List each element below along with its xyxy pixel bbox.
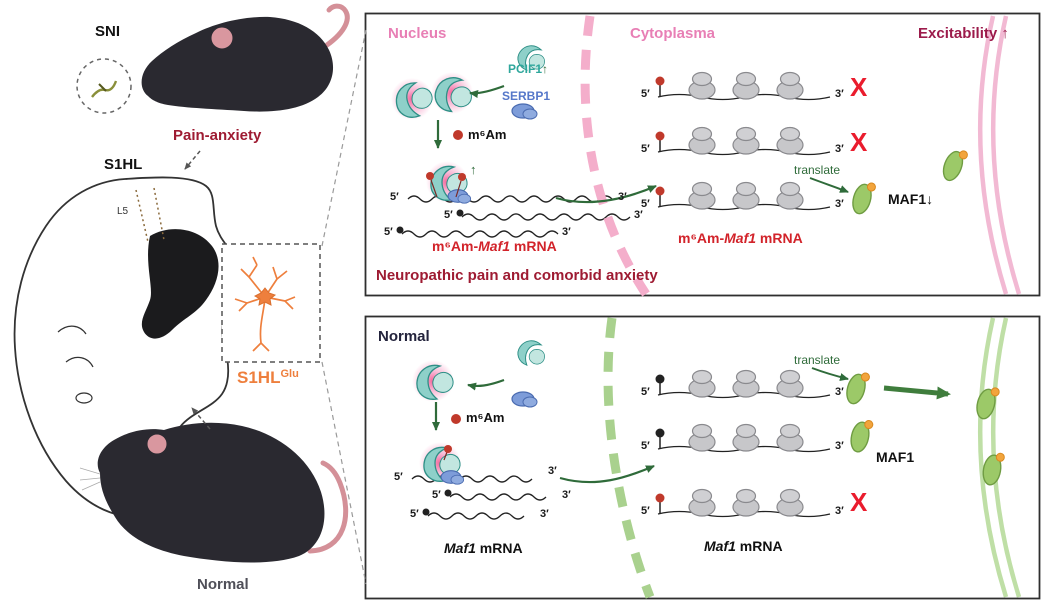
m6am-maf1-mrna-label: m⁶Am-Maf1 mRNA: [432, 238, 557, 254]
export-arrow: [559, 464, 655, 484]
s1hl-label: S1HL: [104, 156, 143, 173]
translating-mrna-row: [655, 488, 831, 518]
translating-mrna-row: [655, 423, 831, 453]
bound-writer-complex: [411, 442, 533, 485]
free-mrna-strands: [422, 489, 547, 520]
brain-section: [13, 176, 241, 518]
mouse-ear: [144, 431, 170, 457]
s1hl-glu-label: S1HLGlu: [237, 368, 299, 387]
three-prime-label: 3′: [618, 191, 627, 203]
membrane-trafficking-arrow: [883, 385, 951, 400]
zoom-line-bottom: [321, 361, 367, 585]
three-prime-label: 3′: [562, 226, 571, 238]
pain-anxiety-label: Pain-anxiety: [173, 127, 262, 144]
translate-label: translate: [794, 353, 841, 367]
m6am-label: m⁶Am: [466, 410, 505, 425]
translating-mrna-row: [655, 71, 831, 101]
excitability-label: Excitability ↑: [918, 25, 1009, 42]
three-prime-label: 3′: [634, 209, 643, 221]
complex-assembly-arrow: [469, 84, 505, 98]
translate-arrow: [811, 367, 849, 381]
free-mrna-strands: [396, 209, 631, 238]
three-prime-label: 3′: [835, 386, 844, 398]
maf1-mrna-label: Maf1 mRNA: [444, 540, 523, 556]
normal-panel-title: Normal: [378, 328, 430, 345]
serbp1-label: SERBP1: [502, 89, 551, 103]
three-prime-label: 3′: [835, 88, 844, 100]
translation-blocked-x: X: [850, 127, 868, 157]
pcif1-label: PCIF1↑: [508, 62, 549, 76]
three-prime-label: 3′: [540, 508, 549, 520]
l5-marker-line: [135, 189, 149, 243]
sni-mouse: [141, 3, 350, 112]
m6am-dot: [451, 414, 461, 424]
five-prime-label: 5′: [641, 198, 650, 210]
zoom-line-top: [321, 29, 367, 247]
translating-mrna-row: [655, 126, 831, 156]
normal-to-brain-arrow: [191, 407, 211, 430]
five-prime-label: 5′: [641, 88, 650, 100]
three-prime-label: 3′: [548, 465, 557, 477]
nuclear-envelope-pink: [580, 15, 650, 297]
l5-label: L5: [117, 206, 129, 217]
subcortical-structure: [141, 229, 219, 339]
five-prime-label: 5′: [641, 143, 650, 155]
five-prime-label: 5′: [410, 508, 419, 520]
five-prime-label: 5′: [641, 386, 650, 398]
normal-mouse-label: Normal: [197, 576, 249, 593]
translating-mrna-row: [655, 181, 831, 211]
l5-marker-line: [153, 187, 165, 241]
translation-blocked-x: X: [850, 487, 868, 517]
three-prime-label: 3′: [835, 198, 844, 210]
sni-label: SNI: [95, 23, 121, 40]
maf1-mrna-label: Maf1 mRNA: [704, 538, 783, 554]
mouse-ear: [208, 24, 236, 52]
three-prime-label: 3′: [835, 440, 844, 452]
cytoplasma-label: Cytoplasma: [630, 25, 716, 42]
five-prime-label: 5′: [390, 191, 399, 203]
three-prime-label: 3′: [835, 505, 844, 517]
nucleus-writer-complex: [412, 360, 454, 402]
translating-mrna-row: [655, 369, 831, 399]
three-prime-label: 3′: [835, 143, 844, 155]
maf1-down-label: MAF1↓: [888, 191, 934, 207]
complex-assembly-arrow: [467, 378, 505, 391]
five-prime-label: 5′: [394, 471, 403, 483]
five-prime-label: 5′: [384, 226, 393, 238]
m6am-label: m⁶Am: [468, 127, 507, 142]
normal-panel-frame: [364, 315, 1041, 600]
binding-up-arrow: ↑: [470, 162, 477, 177]
translate-label: translate: [794, 163, 841, 177]
translation-blocked-x: X: [850, 72, 868, 102]
three-prime-label: 3′: [562, 489, 571, 501]
m6am-dot: [453, 130, 463, 140]
nuclear-envelope-green: [603, 317, 655, 599]
five-prime-label: 5′: [641, 505, 650, 517]
export-arrow: [555, 184, 657, 204]
m6am-maf1-mrna-label: m⁶Am-Maf1 mRNA: [678, 230, 803, 246]
bound-writer-complex: [407, 161, 613, 204]
five-prime-label: 5′: [641, 440, 650, 452]
translate-arrow: [809, 177, 849, 193]
five-prime-label: 5′: [432, 489, 441, 501]
neuropathic-caption: Neuropathic pain and comorbid anxiety: [376, 267, 658, 284]
normal-mouse: [79, 422, 349, 563]
five-prime-label: 5′: [444, 209, 453, 221]
sni-injury-icon: [76, 58, 132, 114]
glutamatergic-neuron: [234, 256, 296, 352]
maf1-label: MAF1: [876, 449, 915, 465]
pain-to-brain-arrow: [184, 150, 201, 170]
cell-membrane-pink: [977, 15, 1022, 295]
nucleus-label: Nucleus: [388, 25, 447, 42]
